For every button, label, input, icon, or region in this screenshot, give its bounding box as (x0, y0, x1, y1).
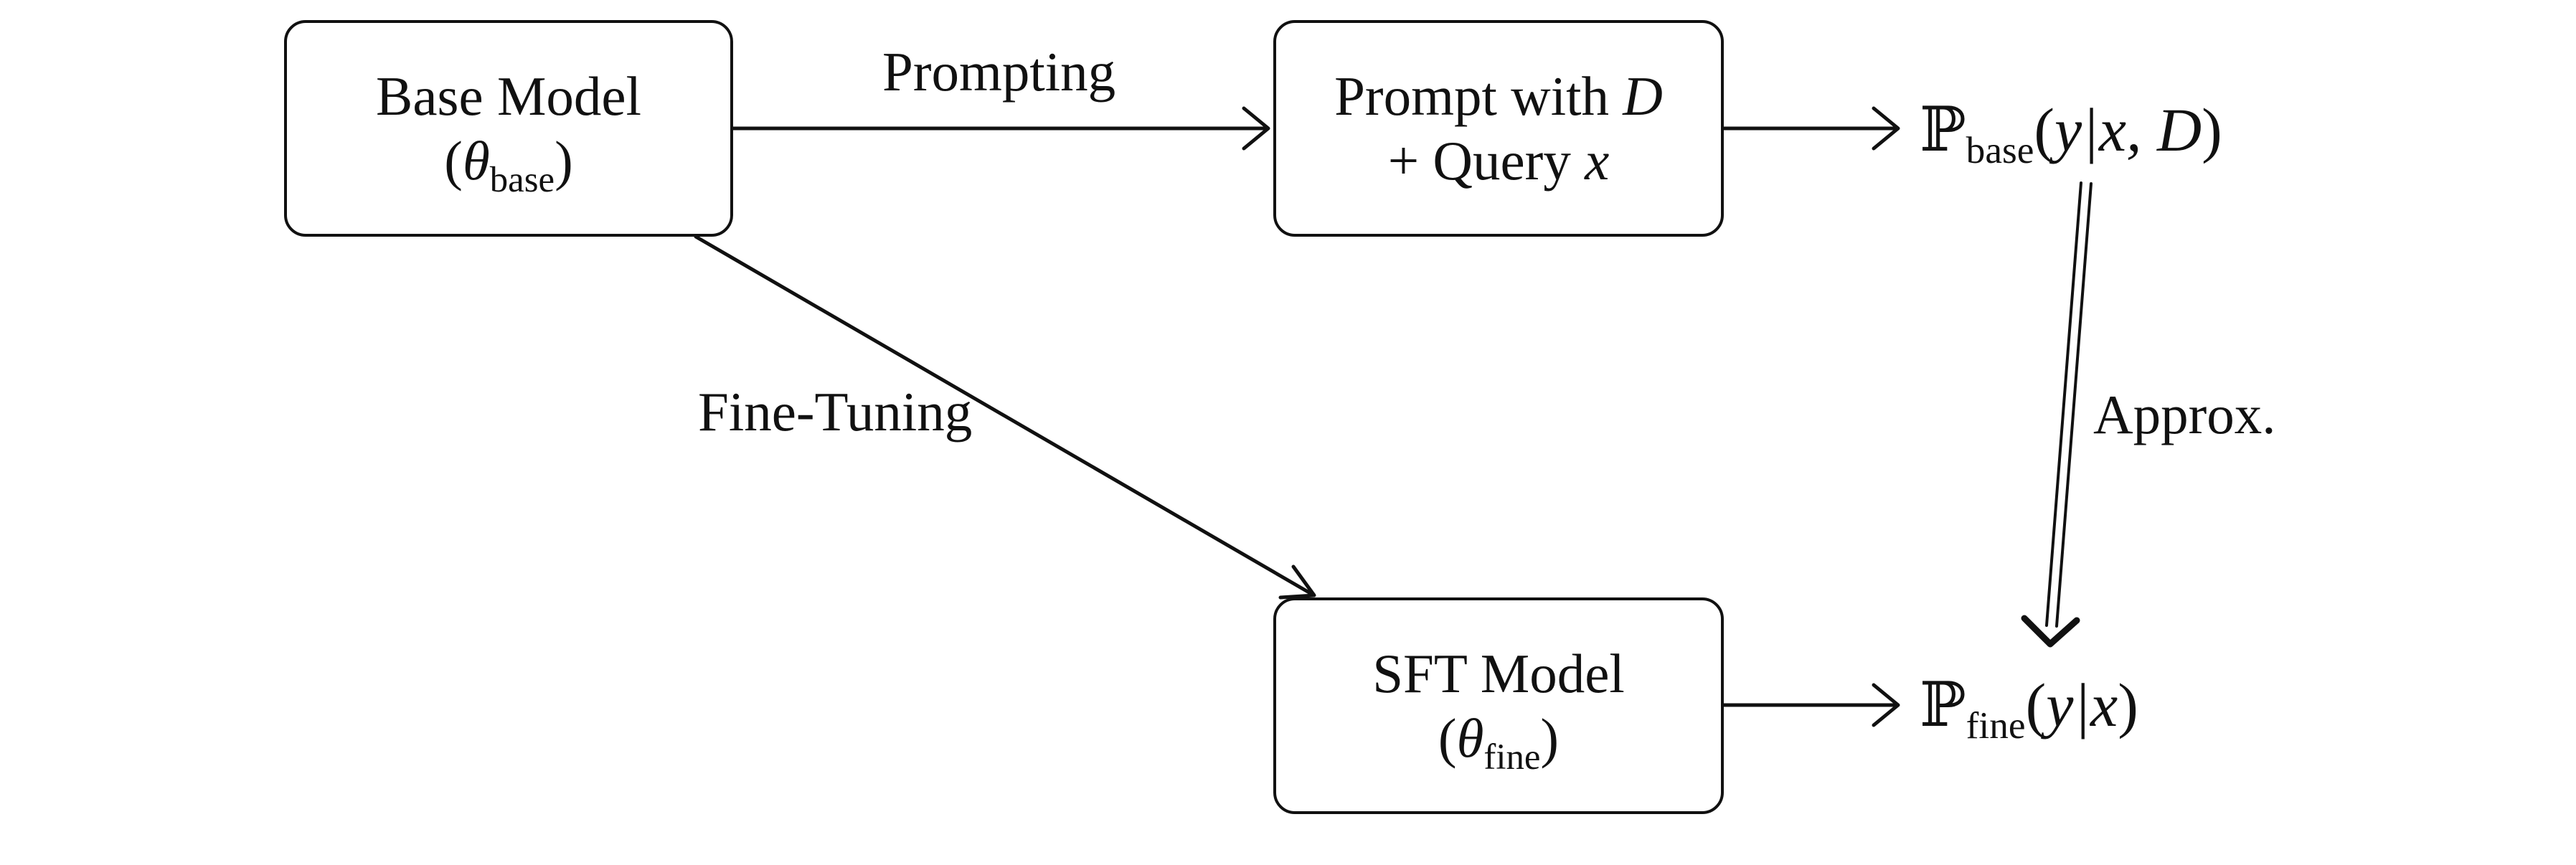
base-model-title: Base Model (376, 65, 641, 127)
fine-tuning-arrow (694, 235, 1315, 597)
prompt-output-arrowhead (1872, 106, 1900, 151)
prompt-line-1-text: Prompt with (1334, 65, 1623, 127)
base-prob-symbol: ℙ (1920, 94, 1966, 166)
sft-output-arrowhead (1872, 683, 1900, 727)
fine-prob-open: ( (2025, 671, 2047, 739)
prompt-node: Prompt with D + Query x (1273, 20, 1724, 237)
fine-prob-symbol: ℙ (1920, 669, 1966, 741)
prompt-line-2: + Query x (1388, 128, 1610, 193)
approx-arrow-left (2045, 181, 2082, 627)
fine-probability-formula: ℙfine(y|x) (1920, 671, 2138, 745)
base-prob-subscript: base (1966, 128, 2034, 172)
approx-arrow-right (2055, 182, 2093, 628)
base-theta-symbol: θ (462, 130, 490, 192)
sft-model-title: SFT Model (1372, 642, 1625, 704)
sft-model-param: (θfine) (1438, 706, 1560, 775)
base-param-close: ) (555, 130, 573, 192)
prompting-arrowhead (1242, 106, 1270, 151)
prompt-d-symbol: D (1623, 65, 1663, 127)
approx-label: Approx. (2093, 384, 2276, 445)
sft-theta-subscript: fine (1483, 737, 1541, 777)
base-param-open: ( (444, 130, 463, 192)
fine-prob-subscript: fine (1966, 704, 2026, 747)
fine-prob-close: ) (2118, 671, 2138, 739)
base-prob-args: y|x, D (2054, 95, 2202, 164)
sft-param-open: ( (1438, 707, 1457, 769)
base-model-param: (θbase) (444, 128, 573, 198)
base-probability-formula: ℙbase(y|x, D) (1920, 99, 2222, 169)
prompt-line-1: Prompt with D (1334, 64, 1663, 128)
base-theta-subscript: base (489, 159, 555, 200)
base-model-node: Base Model (θbase) (284, 20, 733, 237)
sft-model-node: SFT Model (θfine) (1273, 597, 1724, 814)
base-prob-close: ) (2202, 95, 2222, 164)
sft-theta-symbol: θ (1456, 707, 1484, 769)
approx-arrowhead (2021, 615, 2080, 648)
fine-tuning-label: Fine-Tuning (698, 381, 973, 443)
fine-prob-args: y|x (2046, 671, 2118, 739)
prompting-label: Prompting (882, 41, 1116, 103)
prompt-line-2-text: + Query (1387, 130, 1585, 192)
prompt-x-symbol: x (1585, 130, 1610, 192)
sft-param-close: ) (1540, 707, 1560, 769)
fine-tuning-arrowhead (1278, 564, 1316, 600)
base-prob-open: ( (2034, 95, 2055, 164)
